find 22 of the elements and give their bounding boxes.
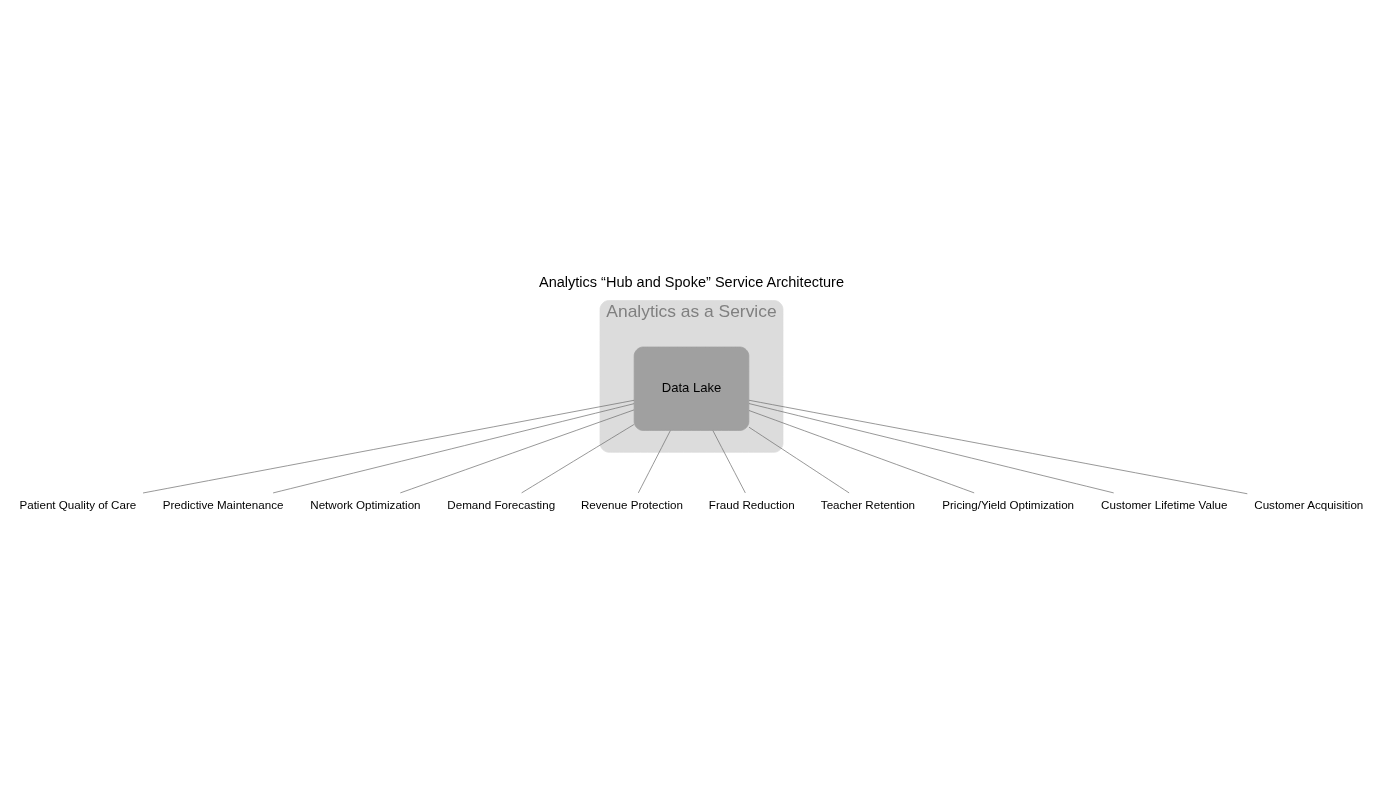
connector (748, 399, 1248, 495)
connector (712, 430, 746, 494)
node-text: Revenue Protection (580, 497, 683, 511)
connector (272, 403, 635, 494)
connector (142, 399, 635, 494)
node-text: Customer Lifetime Value (1101, 497, 1228, 511)
node-text: Patient Quality of Care (19, 497, 137, 511)
connector (748, 426, 850, 494)
node-text: Demand Forecasting (447, 497, 556, 511)
node-text: Network Optimization (310, 497, 421, 511)
node-text: Predictive Maintenance (162, 497, 284, 511)
connector (748, 410, 975, 494)
connector (521, 424, 635, 494)
connector (748, 403, 1114, 494)
node-text: Pricing/Yield Optimization (942, 497, 1075, 511)
node-text: Fraud Reduction (708, 497, 795, 511)
node-text: Teacher Retention (820, 497, 916, 511)
node-text: Customer Acquisition (1254, 497, 1364, 511)
diagram-title: Analytics “Hub and Spoke” Service Architecture (539, 274, 844, 291)
node-box: Data Lake (633, 346, 750, 431)
connector (399, 409, 635, 494)
connector (637, 430, 671, 494)
